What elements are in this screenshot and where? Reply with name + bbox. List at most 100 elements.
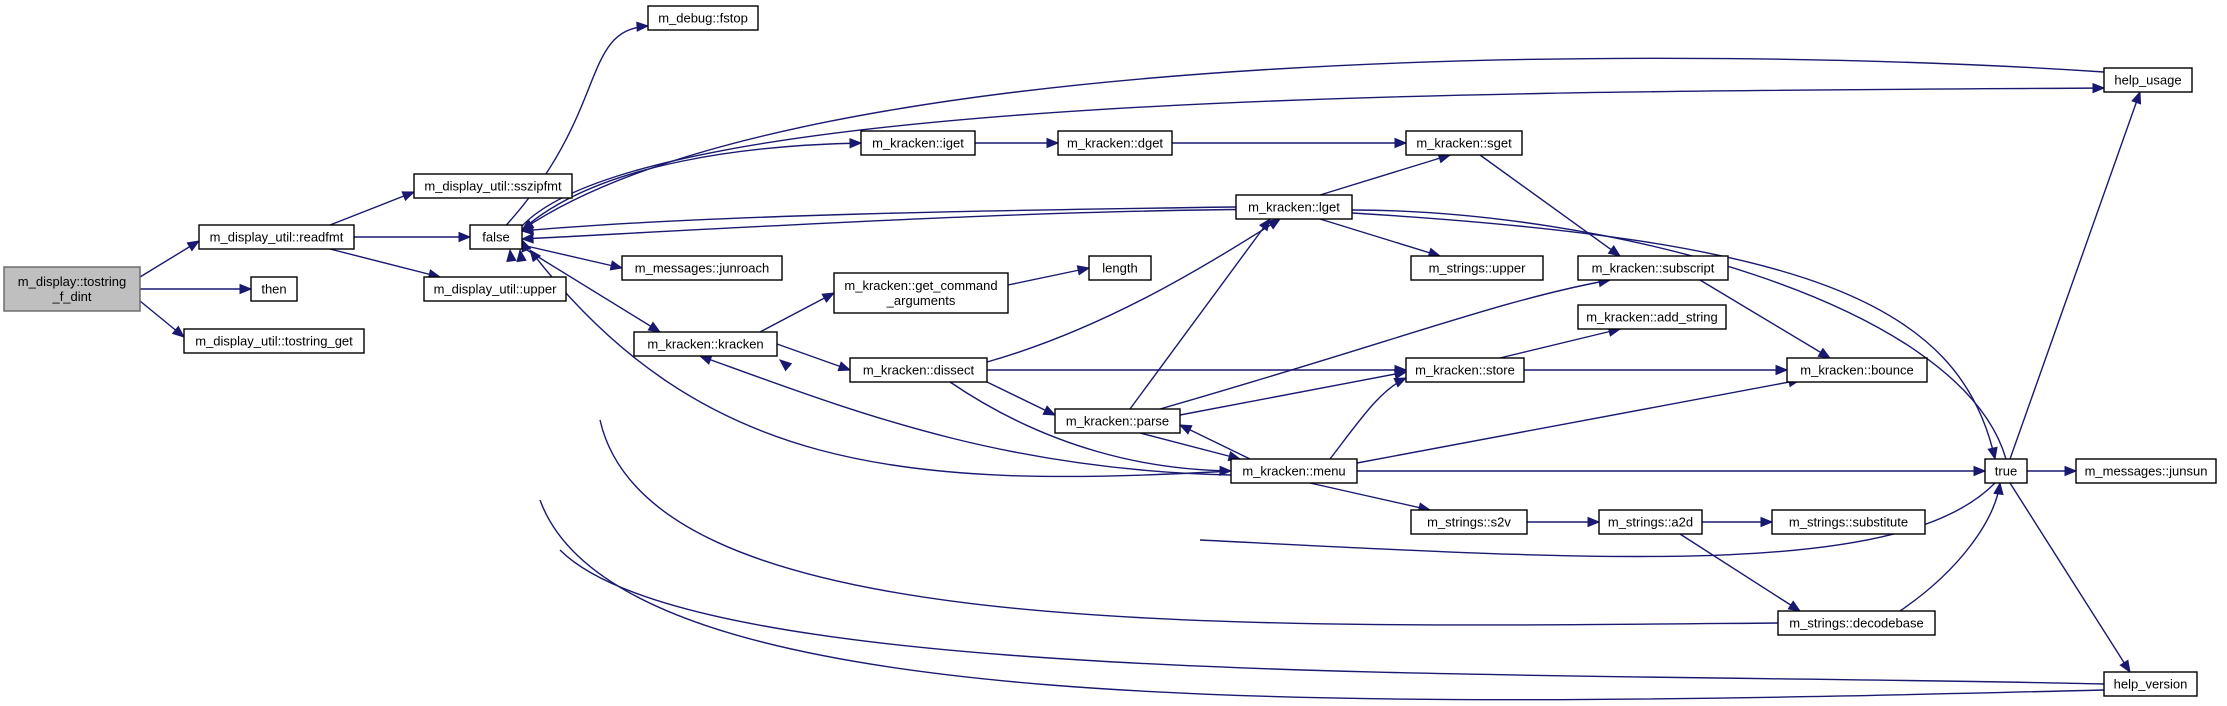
edge-false-iget <box>521 142 862 231</box>
edge-arrowhead <box>239 283 253 295</box>
node-box[interactable] <box>1786 357 1928 383</box>
node-label: true <box>1995 464 2017 479</box>
node-label: m_kracken::sget <box>1416 136 1512 151</box>
edge-arrowhead <box>837 361 852 372</box>
graph-node-false[interactable]: false <box>469 224 523 250</box>
node-box[interactable] <box>833 272 1009 314</box>
edge-arrowhead <box>1993 481 2004 496</box>
graph-node-supper[interactable]: m_strings::upper <box>1410 255 1544 281</box>
graph-node-readfmt[interactable]: m_display_util::readfmt <box>198 224 355 250</box>
graph-node-junroach[interactable]: m_messages::junroach <box>621 255 783 281</box>
node-box[interactable] <box>1405 130 1523 156</box>
graph-node-dget[interactable]: m_kracken::dget <box>1057 130 1173 156</box>
node-box[interactable] <box>1771 509 1926 535</box>
node-box[interactable] <box>1405 357 1525 383</box>
graph-node-iget[interactable]: m_kracken::iget <box>860 130 976 156</box>
graph-node-tsget[interactable]: m_display_util::tostring_get <box>183 328 365 354</box>
node-box[interactable] <box>423 276 567 302</box>
node-box[interactable] <box>1410 255 1544 281</box>
graph-node-helpversion[interactable]: help_version <box>2103 671 2198 697</box>
graph-node-true[interactable]: true <box>1984 458 2028 484</box>
node-box[interactable] <box>621 255 783 281</box>
graph-node-bounce[interactable]: m_kracken::bounce <box>1786 357 1928 383</box>
edge-arrowhead <box>1587 516 1601 528</box>
graph-node-decodebase[interactable]: m_strings::decodebase <box>1777 610 1936 636</box>
graph-node-fstop[interactable]: m_debug::fstop <box>647 5 759 31</box>
graph-node-sszip[interactable]: m_display_util::sszipfmt <box>413 173 573 199</box>
edge-arrowhead <box>698 354 713 365</box>
edge-arrowhead <box>1607 245 1622 257</box>
graph-node-helpusage[interactable]: help_usage <box>2103 67 2193 93</box>
graph-node-dupper[interactable]: m_display_util::upper <box>423 276 567 302</box>
node-box[interactable] <box>469 224 523 250</box>
node-label: m_kracken::menu <box>1242 464 1345 479</box>
edge-arrowhead <box>516 248 527 263</box>
node-box[interactable] <box>633 331 778 357</box>
node-label: _arguments <box>886 293 956 308</box>
node-box[interactable] <box>3 266 141 312</box>
graph-node-length[interactable]: length <box>1088 255 1152 281</box>
graph-node-menu[interactable]: m_kracken::menu <box>1230 458 1358 484</box>
graph-node-parse[interactable]: m_kracken::parse <box>1054 408 1181 434</box>
node-box[interactable] <box>198 224 355 250</box>
graph-node-then[interactable]: then <box>250 276 298 302</box>
node-box[interactable] <box>849 357 988 383</box>
graph-node-addstr[interactable]: m_kracken::add_string <box>1577 304 1727 330</box>
node-box[interactable] <box>1088 255 1152 281</box>
graph-node-sget[interactable]: m_kracken::sget <box>1405 130 1523 156</box>
node-box[interactable] <box>2103 671 2198 697</box>
graph-node-gca[interactable]: m_kracken::get_command_arguments <box>833 272 1009 314</box>
node-box[interactable] <box>1230 458 1358 484</box>
edge-arrowhead <box>636 21 650 32</box>
node-box[interactable] <box>1057 130 1173 156</box>
node-box[interactable] <box>1054 408 1181 434</box>
edge-arrowhead <box>1219 465 1233 477</box>
edge-a2d-decodebase <box>1679 533 1801 612</box>
edge-arrowhead <box>1076 265 1091 276</box>
node-box[interactable] <box>860 130 976 156</box>
node-label: m_display_util::tostring_get <box>195 334 353 349</box>
node-label: m_kracken::dissect <box>863 363 975 378</box>
graph-node-a2d[interactable]: m_strings::a2d <box>1598 509 1703 535</box>
edge-arrowhead <box>778 359 793 372</box>
edge-arrowhead <box>1258 217 1271 232</box>
graph-node-dissect[interactable]: m_kracken::dissect <box>849 357 988 383</box>
edge-parse-store <box>1179 371 1407 416</box>
edge-lget-false <box>521 206 1237 232</box>
edge-arrowhead <box>1817 347 1832 359</box>
graph-node-s2v[interactable]: m_strings::s2v <box>1410 509 1528 535</box>
edge-false-helpusage <box>521 87 2105 227</box>
node-box[interactable] <box>1984 458 2028 484</box>
node-box[interactable] <box>250 276 298 302</box>
node-label: m_strings::substitute <box>1789 515 1908 530</box>
node-box[interactable] <box>183 328 365 354</box>
node-box[interactable] <box>413 173 573 199</box>
node-box[interactable] <box>1235 194 1353 220</box>
graph-node-store[interactable]: m_kracken::store <box>1405 357 1525 383</box>
graph-node-lget[interactable]: m_kracken::lget <box>1235 194 1353 220</box>
node-box[interactable] <box>1577 255 1729 281</box>
graph-node-substitute[interactable]: m_strings::substitute <box>1771 509 1926 535</box>
node-box[interactable] <box>647 5 759 31</box>
node-label: m_strings::decodebase <box>1789 616 1923 631</box>
node-box[interactable] <box>1777 610 1936 636</box>
edge-arrowhead <box>520 233 534 244</box>
node-box[interactable] <box>2075 458 2217 484</box>
node-box[interactable] <box>1598 509 1703 535</box>
node-box[interactable] <box>1577 304 1727 330</box>
node-label: m_kracken::iget <box>872 136 964 151</box>
edge-root-readfmt <box>139 240 200 278</box>
node-box[interactable] <box>2103 67 2193 93</box>
graph-node-junsun[interactable]: m_messages::junsun <box>2075 458 2217 484</box>
node-label: m_kracken::store <box>1415 363 1515 378</box>
graph-node-kracken[interactable]: m_kracken::kracken <box>633 331 778 357</box>
edge-parse-lget <box>1129 218 1271 410</box>
edge-arrowhead <box>1042 405 1057 416</box>
graph-node-subscript[interactable]: m_kracken::subscript <box>1577 255 1729 281</box>
edge-store-addstr <box>1499 328 1621 359</box>
node-box[interactable] <box>1410 509 1528 535</box>
graph-node-root[interactable]: m_display::tostring_f_dint <box>3 266 141 312</box>
node-label: help_version <box>2114 677 2188 692</box>
edge-dissect-parse <box>986 381 1056 416</box>
node-label: m_debug::fstop <box>658 11 748 26</box>
